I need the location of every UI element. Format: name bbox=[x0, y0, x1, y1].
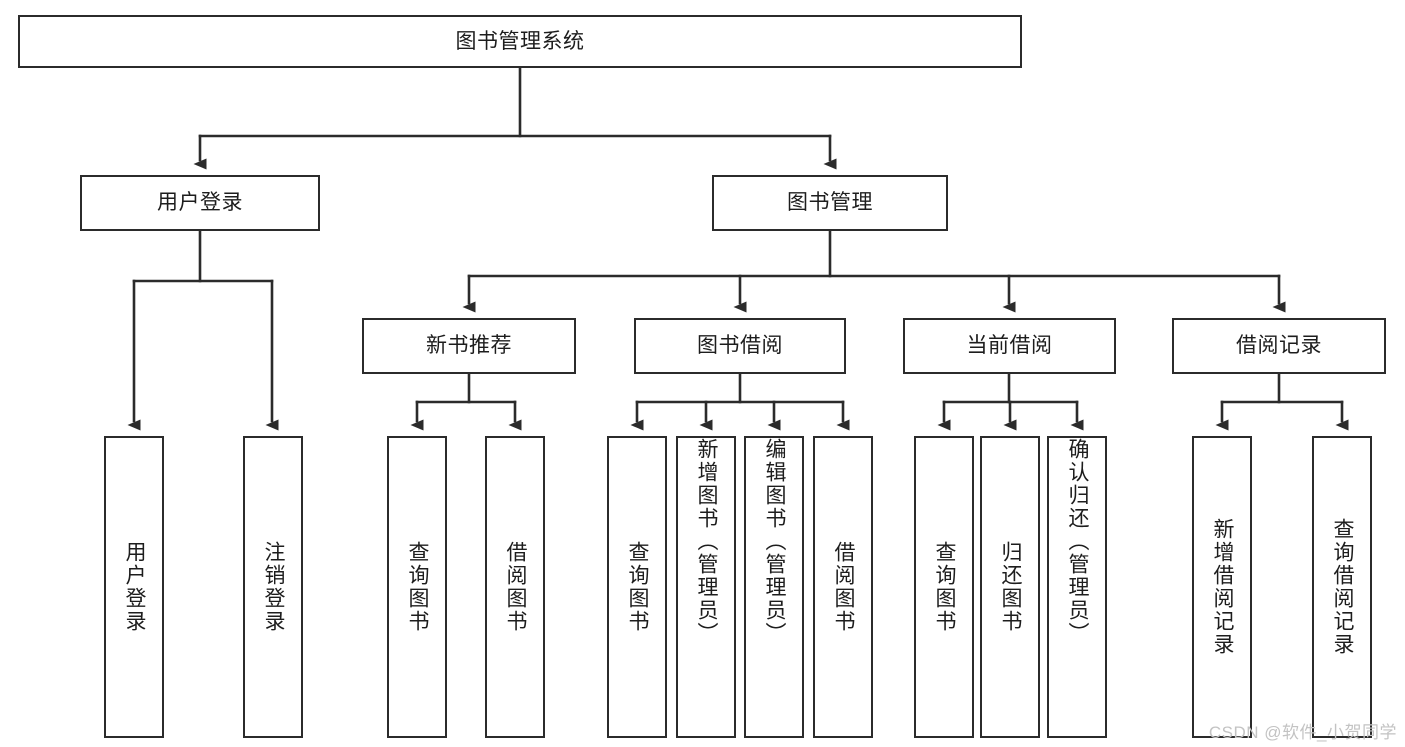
leaf-label: 查询图书 bbox=[626, 541, 650, 633]
node-current-borrowing[interactable]: 当前借阅 bbox=[903, 318, 1116, 374]
leaf-label: 借阅图书 bbox=[832, 541, 856, 633]
node-label: 图书借阅 bbox=[697, 334, 783, 358]
leaf-label: 借阅图书 bbox=[504, 541, 528, 633]
node-label: 借阅记录 bbox=[1236, 334, 1322, 358]
node-book-management-system[interactable]: 图书管理系统 bbox=[18, 15, 1022, 68]
leaf-logout[interactable]: 注销登录 bbox=[243, 436, 303, 738]
node-label: 用户登录 bbox=[157, 191, 243, 215]
leaf-label: 查询图书 bbox=[406, 541, 430, 633]
leaf-user-login[interactable]: 用户登录 bbox=[104, 436, 164, 738]
leaf-query-books-borrow[interactable]: 查询图书 bbox=[607, 436, 667, 738]
leaf-add-book-admin[interactable]: 新增图书（管理员） bbox=[676, 436, 736, 738]
node-user-login[interactable]: 用户登录 bbox=[80, 175, 320, 231]
leaf-add-borrow-record[interactable]: 新增借阅记录 bbox=[1192, 436, 1252, 738]
leaf-label: 编辑图书（管理员） bbox=[763, 438, 787, 645]
leaf-confirm-return-admin[interactable]: 确认归还（管理员） bbox=[1047, 436, 1107, 738]
leaf-label: 新增借阅记录 bbox=[1211, 518, 1235, 656]
leaf-label: 新增图书（管理员） bbox=[695, 438, 719, 645]
node-label: 新书推荐 bbox=[426, 334, 512, 358]
leaf-edit-book-admin[interactable]: 编辑图书（管理员） bbox=[744, 436, 804, 738]
leaf-query-books-current[interactable]: 查询图书 bbox=[914, 436, 974, 738]
leaf-query-borrow-record[interactable]: 查询借阅记录 bbox=[1312, 436, 1372, 738]
leaf-label: 用户登录 bbox=[123, 541, 147, 633]
leaf-label: 注销登录 bbox=[262, 541, 286, 633]
node-label: 图书管理系统 bbox=[455, 29, 585, 53]
node-borrowing-record[interactable]: 借阅记录 bbox=[1172, 318, 1386, 374]
watermark-text: CSDN @软件_小贺同学 bbox=[1208, 723, 1397, 742]
leaf-borrow-books[interactable]: 借阅图书 bbox=[813, 436, 873, 738]
leaf-label: 确认归还（管理员） bbox=[1066, 438, 1090, 645]
node-label: 当前借阅 bbox=[966, 334, 1053, 358]
node-new-book-recommendation[interactable]: 新书推荐 bbox=[362, 318, 576, 374]
node-book-management[interactable]: 图书管理 bbox=[712, 175, 948, 231]
leaf-label: 归还图书 bbox=[999, 541, 1023, 633]
leaf-label: 查询图书 bbox=[933, 541, 957, 633]
leaf-borrow-books-newbook[interactable]: 借阅图书 bbox=[485, 436, 545, 738]
leaf-return-books[interactable]: 归还图书 bbox=[980, 436, 1040, 738]
node-label: 图书管理 bbox=[787, 191, 873, 215]
leaf-label: 查询借阅记录 bbox=[1331, 518, 1355, 656]
leaf-query-books-newbook[interactable]: 查询图书 bbox=[387, 436, 447, 738]
node-book-borrowing[interactable]: 图书借阅 bbox=[634, 318, 846, 374]
